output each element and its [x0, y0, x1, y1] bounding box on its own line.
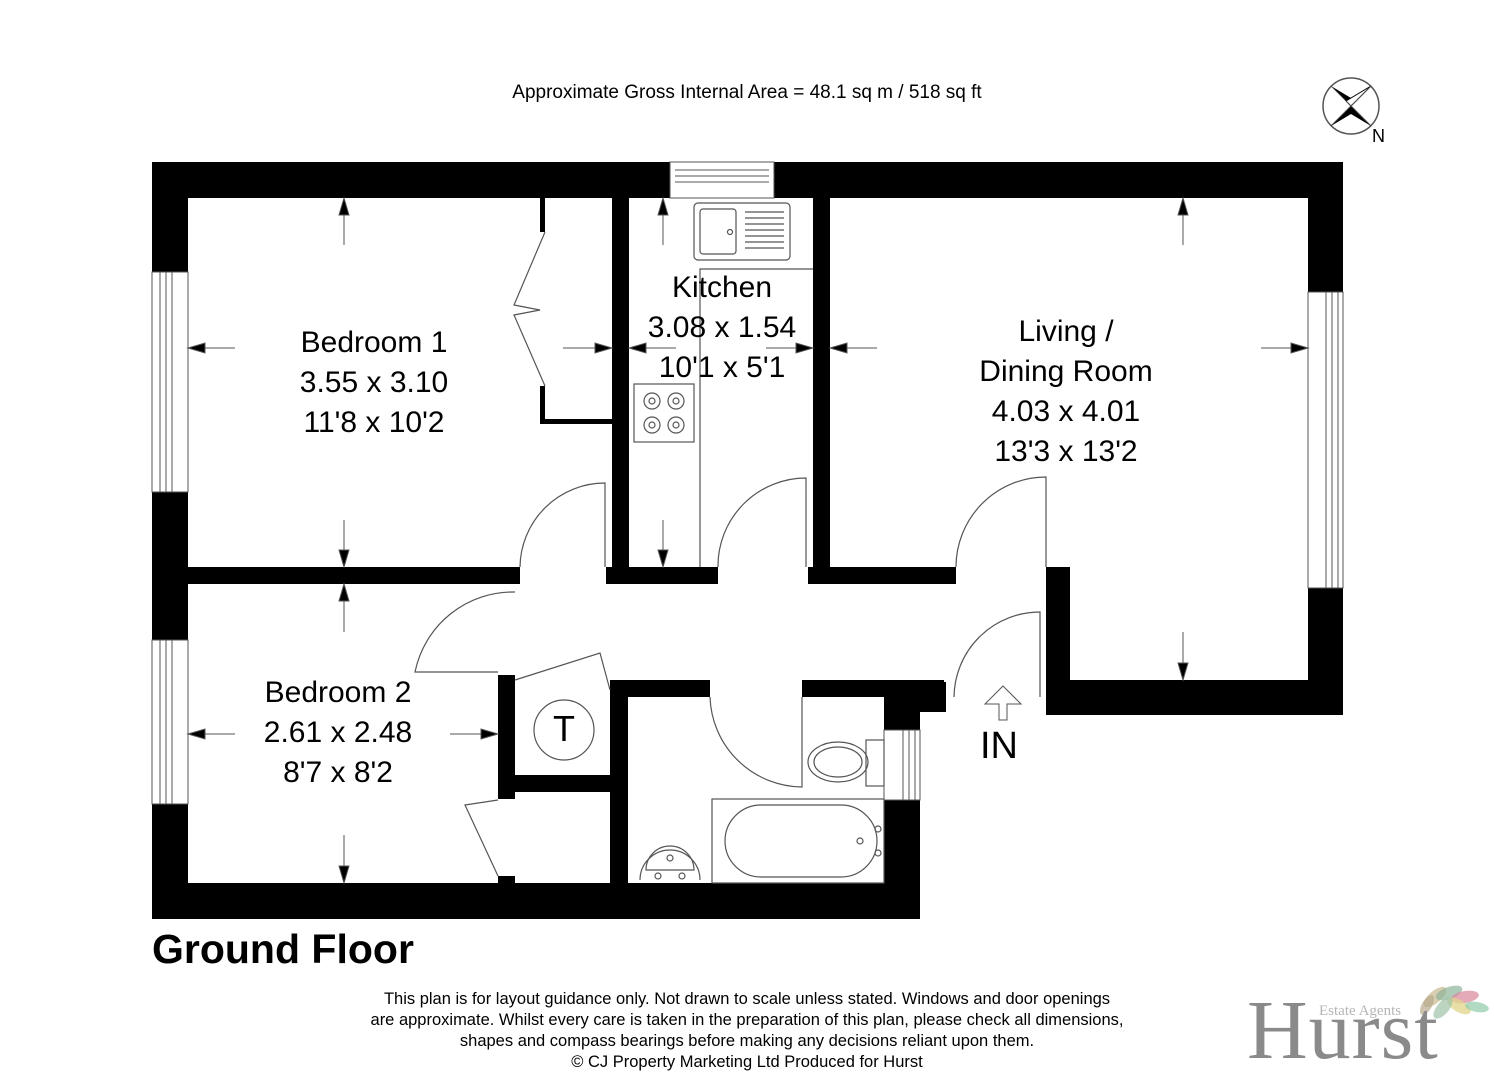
room-metric: 3.55 x 3.10 [299, 366, 449, 399]
room-name-line2: Dining Room [979, 355, 1153, 388]
water-tank-label: T [553, 708, 575, 749]
room-name: Bedroom 2 [264, 676, 412, 709]
gross-internal-area: Approximate Gross Internal Area = 48.1 s… [512, 82, 982, 103]
room-imperial: 10'1 x 5'1 [658, 351, 786, 384]
door-swings [414, 231, 1047, 877]
logo-subtitle: Estate Agents [1319, 1003, 1402, 1019]
room-living-dining: Living / Dining Room 4.03 x 4.01 13'3 x … [936, 312, 1196, 472]
copyright-line: © CJ Property Marketing Ltd Produced for… [571, 1053, 923, 1071]
room-metric: 3.08 x 1.54 [647, 311, 797, 344]
room-name: Kitchen [671, 271, 773, 304]
dimension-arrows [186, 196, 1310, 885]
room-bedroom-1: Bedroom 1 3.55 x 3.10 11'8 x 10'2 [244, 323, 504, 443]
kitchen-fixtures [633, 202, 813, 567]
room-metric: 2.61 x 2.48 [263, 716, 413, 749]
disclaimer-line: shapes and compass bearings before makin… [459, 1032, 1035, 1050]
entrance-label: IN [980, 725, 1018, 767]
leaves-icon [1420, 985, 1489, 1019]
room-metric: 4.03 x 4.01 [991, 395, 1141, 428]
hurst-logo: Hurst Estate Agents [1245, 975, 1494, 1080]
compass-rose-icon [1322, 77, 1380, 135]
logo-wordmark: Hurst [1247, 984, 1439, 1077]
windows [151, 161, 1344, 805]
room-imperial: 13'3 x 13'2 [994, 435, 1138, 468]
disclaimer-line: This plan is for layout guidance only. N… [383, 990, 1111, 1008]
walls [152, 162, 1343, 919]
room-kitchen: Kitchen 3.08 x 1.54 10'1 x 5'1 [622, 268, 822, 388]
room-name: Bedroom 1 [300, 326, 448, 359]
room-bedroom-2: Bedroom 2 2.61 x 2.48 8'7 x 8'2 [208, 673, 468, 793]
room-imperial: 11'8 x 10'2 [303, 406, 445, 439]
floor-title: Ground Floor [152, 926, 414, 972]
room-imperial: 8'7 x 8'2 [283, 756, 393, 789]
bathroom-fixtures [533, 699, 885, 884]
compass-north-label: N [1372, 126, 1385, 146]
disclaimer: This plan is for layout guidance only. N… [300, 989, 1194, 1073]
room-name-line1: Living / [1018, 315, 1114, 348]
entrance-arrow-icon [983, 685, 1023, 721]
disclaimer-line: are approximate. Whilst every care is ta… [370, 1011, 1124, 1029]
